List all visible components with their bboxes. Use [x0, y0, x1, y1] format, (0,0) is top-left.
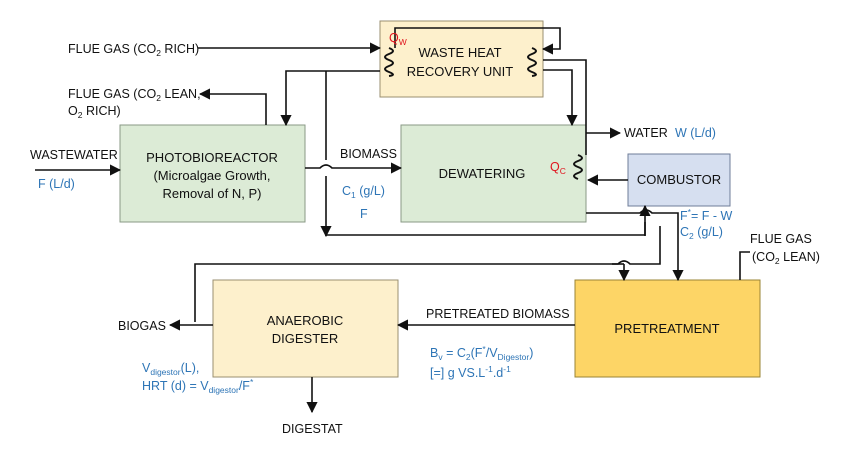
flow-bypass-to-pretreat: [625, 222, 646, 236]
water-label: WATER: [624, 126, 668, 140]
photobioreactor-title: PHOTOBIOREACTOR: [146, 150, 278, 165]
flue-gas-out-label: FLUE GAS: [750, 232, 812, 246]
wastewater-flow-label: F (L/d): [38, 177, 75, 191]
bv-units: [=] g VS.L-1.d-1: [430, 364, 511, 380]
pretreatment-box: [574, 279, 761, 378]
qc-label: QC: [550, 160, 566, 176]
waste-heat-title-line2: RECOVERY UNIT: [407, 64, 513, 79]
wastewater-label: WASTEWATER: [30, 148, 118, 162]
flow-whru-to-dewatering: [543, 69, 578, 127]
co2-lean-label: (CO2 LEAN): [752, 250, 820, 266]
flow-biomass: [305, 162, 403, 174]
hrt-label: HRT (d) = Vdigestor/F*: [142, 377, 254, 395]
flow-dewatering-to-whru: [543, 59, 587, 155]
digester-title-line2: DIGESTER: [272, 331, 338, 346]
combustor-box: [627, 153, 731, 207]
pretreatment-title: PRETREATMENT: [614, 321, 719, 336]
v-digestor-label: Vdigestor(L),: [142, 361, 199, 377]
biogas-label: BIOGAS: [118, 319, 166, 333]
dewatering-title: DEWATERING: [439, 166, 526, 181]
heat-exchanger-coil-icon: [527, 47, 537, 77]
c1-label: C1 (g/L): [342, 184, 385, 200]
photobioreactor-line2: (Microalgae Growth,: [153, 168, 270, 183]
digester-title-line1: ANAEROBIC: [267, 313, 344, 328]
bv-equation: Bv = C2(F*/VDigestor): [430, 344, 533, 362]
qw-label: QW: [389, 31, 407, 47]
heat-exchanger-coil-icon: [573, 154, 583, 180]
flow-whru-to-pbr: [280, 70, 380, 127]
fstar-label: F*= F - W: [680, 207, 732, 223]
flue-gas-rich-label: FLUE GAS (CO2 RICH): [68, 42, 199, 58]
heat-exchanger-coil-icon: [384, 47, 394, 77]
waste-heat-recovery-box: [379, 20, 544, 98]
combustor-title: COMBUSTOR: [637, 172, 721, 187]
o2-rich-label: O2 RICH): [68, 104, 121, 120]
photobioreactor-box: [119, 124, 306, 223]
photobioreactor-line3: Removal of N, P): [163, 186, 262, 201]
biomass-label: BIOMASS: [340, 147, 397, 161]
flow-dewatering-out: [586, 209, 684, 282]
water-flow-label: W (L/d): [675, 126, 716, 140]
flow-whru-top: [394, 27, 561, 55]
flue-gas-lean-label: FLUE GAS (CO2 LEAN,: [68, 87, 201, 103]
flow-flue-gas-pretreat-out: [739, 251, 750, 280]
anaerobic-digester-box: [212, 279, 399, 378]
dewatering-box: [400, 124, 587, 223]
waste-heat-title-line1: WASTE HEAT: [418, 45, 501, 60]
pretreated-biomass-label: PRETREATED BIOMASS: [426, 307, 570, 321]
digestate-label: DIGESTAT: [282, 422, 343, 436]
flow-flue-gas-lean-out: [198, 88, 267, 125]
c2-label: C2 (g/L): [680, 225, 723, 241]
f-label: F: [360, 207, 368, 221]
